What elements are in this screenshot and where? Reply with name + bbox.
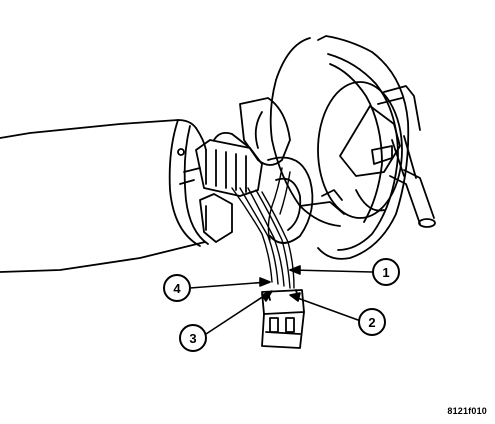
wire-harness <box>231 167 295 289</box>
callout-3: 3 <box>179 324 207 352</box>
leader-line-1 <box>291 269 373 273</box>
callout-4-number: 4 <box>173 281 181 296</box>
figure-id-code: 8121f010 <box>447 406 487 416</box>
callout-1: 1 <box>372 258 400 286</box>
callout-2-number: 2 <box>368 315 375 330</box>
outlet-tube <box>377 85 436 228</box>
inline-connector <box>261 289 305 349</box>
callout-1-number: 1 <box>382 265 389 280</box>
tank-body <box>0 119 209 273</box>
pump-module <box>269 35 410 260</box>
leader-line-2 <box>291 295 359 321</box>
leader-arrow-4 <box>259 277 271 287</box>
leader-arrow-3 <box>261 290 273 302</box>
callout-3-number: 3 <box>189 331 196 346</box>
tank-connector-block <box>179 131 263 243</box>
leader-lines <box>189 265 373 335</box>
leader-arrow-2 <box>289 292 301 302</box>
leader-arrow-1 <box>289 265 301 275</box>
leader-line-3 <box>205 291 271 335</box>
pump-inner <box>239 97 345 244</box>
callout-2: 2 <box>358 308 386 336</box>
callout-4: 4 <box>163 274 191 302</box>
leader-line-4 <box>189 281 269 289</box>
